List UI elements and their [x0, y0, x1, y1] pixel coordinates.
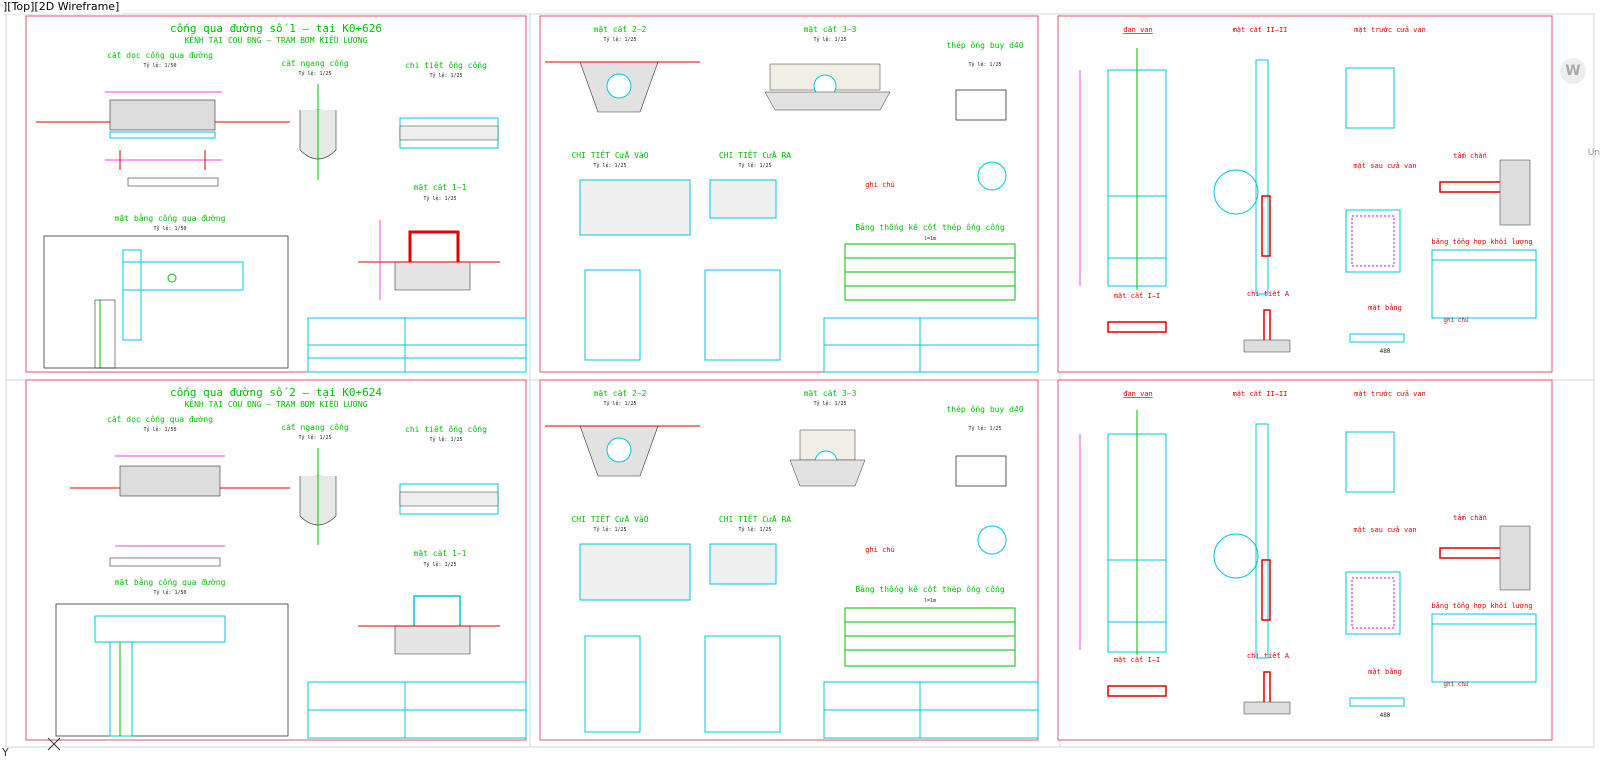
scale-inlet-detail: Tỷ lệ: 1/25 — [593, 162, 626, 169]
label-section-ii: mặt cắt II–II — [1233, 390, 1288, 398]
ucs-axis-label: Y — [2, 746, 9, 759]
sheet-subtitle: KÊNH TẠI CỌU ĐNG – TRẠM BƠM KIỀU LƯƠNG — [184, 398, 367, 409]
label-section-1-1: mặt cắt 1–1 — [414, 182, 467, 192]
label-section-2-2: mặt cắt 2–2 — [594, 24, 647, 34]
label-pipe-detail: chi tiết ống cống — [405, 424, 487, 434]
sheet-4-bottom-left[interactable]: cống qua đường số 2 – tại K0+624 KÊNH TẠ… — [25, 379, 527, 741]
label-section-i: mặt cắt I–I — [1114, 656, 1160, 664]
scale-plan: Tỷ lệ: 1/50 — [153, 589, 186, 596]
label-baffle: tấm chắn — [1453, 152, 1487, 160]
label-quantity-table: bảng tổng hợp khối lượng — [1431, 238, 1532, 246]
scale-outlet-detail: Tỷ lệ: 1/25 — [738, 162, 771, 169]
viewport-controls-label[interactable]: ][Top][2D Wireframe] — [0, 0, 123, 14]
side-panel-clip[interactable]: Un — [1587, 148, 1600, 158]
label-section-i: mặt cắt I–I — [1114, 292, 1160, 300]
scale-section-1-1: Tỷ lệ: 1/25 — [423, 561, 456, 568]
scale-rebar-pipe: Tỷ lệ: 1/25 — [968, 61, 1001, 68]
label-inlet-detail: CHI TIẾT CửA VàO — [571, 513, 648, 524]
label-quantity-table: bảng tổng hợp khối lượng — [1431, 602, 1532, 610]
label-length: l=1m — [924, 598, 936, 604]
ucs-icon — [47, 737, 61, 751]
dimension-480: 480 — [1380, 348, 1391, 355]
label-rebar-table: Bảng thống kê cốt thép ống cống — [855, 584, 1004, 594]
label-gate-slab: đan van — [1123, 26, 1153, 34]
sheet-2-top-middle[interactable]: mặt cắt 2–2 Tỷ lệ: 1/25 mặt cắt 3–3 Tỷ l… — [539, 15, 1039, 373]
scale-inlet-detail: Tỷ lệ: 1/25 — [593, 526, 626, 533]
scale-section-1-1: Tỷ lệ: 1/25 — [423, 195, 456, 202]
scale-pipe-detail: Tỷ lệ: 1/25 — [429, 72, 462, 79]
label-section-3-3: mặt cắt 3–3 — [804, 24, 857, 34]
scale-plan: Tỷ lệ: 1/50 — [153, 225, 186, 232]
sheet-5-bottom-middle[interactable]: mặt cắt 2–2 Tỷ lệ: 1/25 mặt cắt 3–3 Tỷ l… — [539, 379, 1039, 741]
scale-rebar-pipe: Tỷ lệ: 1/25 — [968, 425, 1001, 432]
label-notes: ghi chú — [865, 546, 895, 554]
label-gate-back: mặt sau cửa van — [1353, 162, 1416, 170]
label-note: ghi chú — [1443, 317, 1469, 324]
label-note: ghi chú — [1443, 681, 1469, 688]
label-cross-section: cắt ngang cống — [281, 58, 349, 68]
label-gate-back: mặt sau cửa van — [1353, 526, 1416, 534]
sheet-title: cống qua đường số 2 – tại K0+624 — [170, 386, 382, 399]
label-long-section: cắt dọc cống qua đường — [107, 50, 213, 60]
label-gate-slab: đan van — [1123, 390, 1153, 398]
sheet-6-bottom-right[interactable]: đan van mặt cắt II–II mặt trước cửa van … — [1057, 379, 1553, 741]
label-length: l=1m — [924, 236, 936, 242]
label-section-3-3: mặt cắt 3–3 — [804, 388, 857, 398]
label-outlet-detail: CHI TIẾT CửA RA — [719, 513, 791, 524]
label-plan-view: mặt bằng — [1368, 303, 1402, 312]
label-outlet-detail: CHI TIẾT CửA RA — [719, 149, 791, 160]
label-inlet-detail: CHI TIẾT CửA VàO — [571, 149, 648, 160]
label-plan: mặt bằng cống qua đường — [115, 212, 226, 223]
label-section-ii: mặt cắt II–II — [1233, 26, 1288, 34]
label-gate-front: mặt trước cửa van — [1354, 390, 1426, 398]
label-rebar-pipe: thép ống buy d40 — [946, 40, 1023, 50]
label-plan-view: mặt bằng — [1368, 667, 1402, 676]
label-long-section: cắt dọc cống qua đường — [107, 414, 213, 424]
scale-section-2-2: Tỷ lệ: 1/25 — [603, 36, 636, 43]
label-rebar-table: Bảng thống kê cốt thép ống cống — [855, 222, 1004, 232]
sheet-title: cống qua đường số 1 – tại K0+626 — [170, 22, 382, 35]
scale-section-2-2: Tỷ lệ: 1/25 — [603, 400, 636, 407]
label-cross-section: cắt ngang cống — [281, 422, 349, 432]
scale-section-3-3: Tỷ lệ: 1/25 — [813, 400, 846, 407]
label-notes: ghi chú — [865, 181, 895, 189]
scale-section-3-3: Tỷ lệ: 1/25 — [813, 36, 846, 43]
sheet-3-top-right[interactable]: đan van mặt cắt II–II mặt trước cửa van … — [1057, 15, 1553, 373]
label-section-2-2: mặt cắt 2–2 — [594, 388, 647, 398]
viewcube-icon[interactable]: W — [1560, 58, 1586, 84]
scale-long-section: Tỷ lệ: 1/50 — [143, 426, 176, 433]
scale-pipe-detail: Tỷ lệ: 1/25 — [429, 436, 462, 443]
label-plan: mặt bằng cống qua đường — [115, 576, 226, 587]
label-pipe-detail: chi tiết ống cống — [405, 60, 487, 70]
label-gate-front: mặt trước cửa van — [1354, 26, 1426, 34]
label-rebar-pipe: thép ống buy d40 — [946, 404, 1023, 414]
label-section-1-1: mặt cắt 1–1 — [414, 548, 467, 558]
scale-long-section: Tỷ lệ: 1/50 — [143, 62, 176, 69]
scale-cross-section: Tỷ lệ: 1/25 — [298, 434, 331, 441]
sheet-1-top-left[interactable]: cống qua đường số 1 – tại K0+626 KÊNH TẠ… — [25, 15, 527, 373]
scale-outlet-detail: Tỷ lệ: 1/25 — [738, 526, 771, 533]
dimension-480: 480 — [1380, 712, 1391, 719]
scale-cross-section: Tỷ lệ: 1/25 — [298, 70, 331, 77]
label-baffle: tấm chắn — [1453, 514, 1487, 522]
sheet-subtitle: KÊNH TẠI CỌU ĐNG – TRẠM BƠM KIỀU LƯƠNG — [184, 34, 367, 45]
